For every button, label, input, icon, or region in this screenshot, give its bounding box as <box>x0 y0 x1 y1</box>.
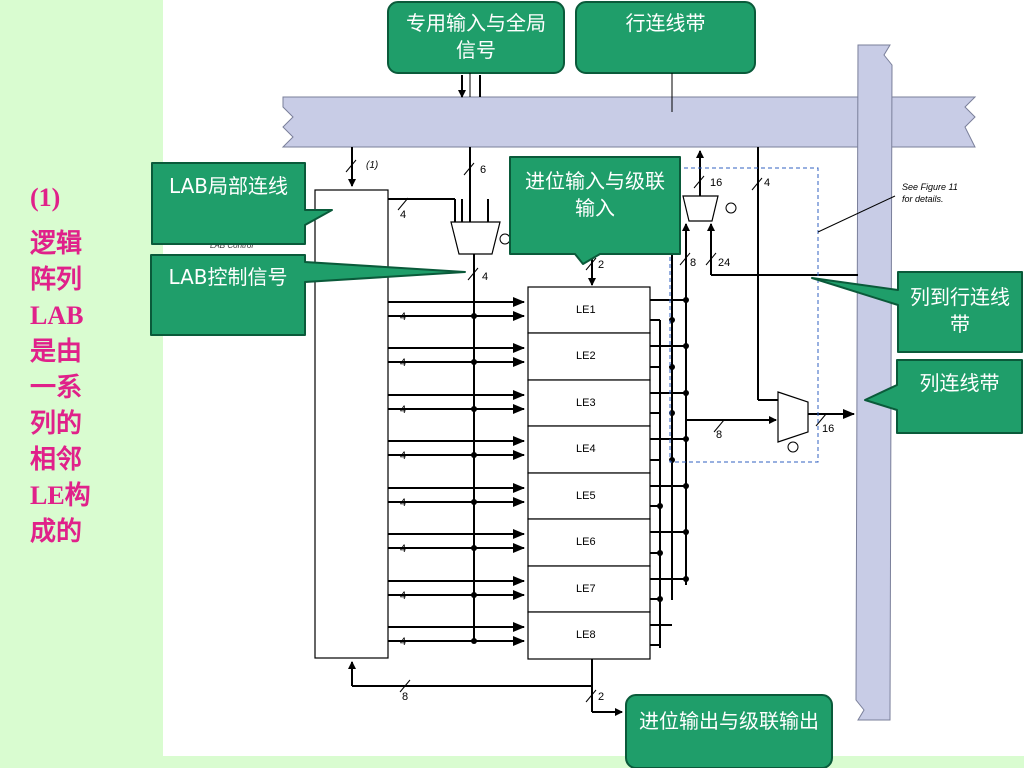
le-block <box>527 518 651 567</box>
svg-text:4: 4 <box>400 450 406 462</box>
svg-text:4: 4 <box>400 636 406 648</box>
le-block <box>527 472 651 520</box>
heading-line: 是由 <box>30 337 83 366</box>
heading-line: LE构 <box>30 481 91 510</box>
callout-lab-control <box>150 254 466 336</box>
svg-text:8: 8 <box>690 257 696 269</box>
svg-text:4: 4 <box>400 311 406 323</box>
le-label: LE5 <box>576 490 596 502</box>
callout-col-interconnect <box>864 359 1023 434</box>
see-figure-note: for details. <box>902 194 944 204</box>
svg-text:16: 16 <box>822 423 834 435</box>
callout-col-to-row <box>811 271 1023 353</box>
column-interconnect-band <box>855 44 893 721</box>
row-mux <box>682 195 719 222</box>
le-stack: LE1 LE2 LE3 LE4 LE5 LE6 LE7 LE8 <box>527 286 651 660</box>
le-output-lines <box>650 230 687 648</box>
svg-text:4: 4 <box>400 590 406 602</box>
callout-carry-out <box>625 694 833 768</box>
callout-lab-local <box>151 162 333 245</box>
callout-carry-in <box>509 156 681 265</box>
see-figure-note: See Figure 11 <box>902 182 958 192</box>
le-label: LE1 <box>576 304 596 316</box>
heading-number: (1) <box>30 183 61 212</box>
le-block <box>527 611 651 660</box>
lab-mux <box>450 221 501 255</box>
bus-width-label: 4 <box>400 209 406 221</box>
heading-line: 阵列 <box>30 265 83 294</box>
le-block <box>527 425 651 474</box>
le-label: LE4 <box>576 443 596 455</box>
svg-text:24: 24 <box>718 257 730 269</box>
le-block <box>527 565 651 613</box>
le-input-arrows <box>388 297 525 646</box>
left-panel: (1) 逻辑 阵列 LAB 是由 一系 列的 相邻 LE构 成的 <box>0 0 163 768</box>
bus-width-label: (1) <box>366 160 378 171</box>
heading-line: LAB <box>30 301 84 330</box>
column-mux <box>777 391 809 443</box>
bus-width-labels: 4 4 4 4 4 4 4 4 <box>400 311 406 648</box>
callout-dedicated-input <box>387 1 565 97</box>
bus-width-label: 6 <box>480 164 486 176</box>
svg-text:4: 4 <box>400 404 406 416</box>
lab-control-label: LAB Control <box>210 241 253 250</box>
le-block <box>527 332 651 381</box>
svg-text:16: 16 <box>710 177 722 189</box>
le-label: LE7 <box>576 583 596 595</box>
heading-line: 列的 <box>30 409 83 438</box>
heading-line: 逻辑 <box>30 229 83 258</box>
le-label: LE8 <box>576 629 596 641</box>
svg-text:8: 8 <box>716 429 722 441</box>
detail-box <box>669 167 819 463</box>
lab-local-block <box>314 189 389 659</box>
le-label: LE3 <box>576 397 596 409</box>
svg-text:4: 4 <box>400 497 406 509</box>
slide-heading: (1) 逻辑 阵列 LAB 是由 一系 列的 相邻 LE构 成的 <box>30 180 120 550</box>
heading-line: 相邻 <box>30 445 83 474</box>
svg-text:2: 2 <box>598 691 604 703</box>
callout-row-interconnect <box>575 1 756 112</box>
bus-width-label: 4 <box>482 271 488 283</box>
svg-text:8: 8 <box>402 691 408 703</box>
row-interconnect-band <box>281 96 977 148</box>
le-label: LE2 <box>576 350 596 362</box>
le-label: LE6 <box>576 536 596 548</box>
svg-text:4: 4 <box>400 357 406 369</box>
svg-text:2: 2 <box>598 259 604 271</box>
svg-text:4: 4 <box>400 543 406 555</box>
heading-line: 一系 <box>30 373 83 402</box>
svg-text:4: 4 <box>764 177 770 189</box>
heading-line: 成的 <box>30 517 83 546</box>
junction-dots <box>471 313 477 644</box>
